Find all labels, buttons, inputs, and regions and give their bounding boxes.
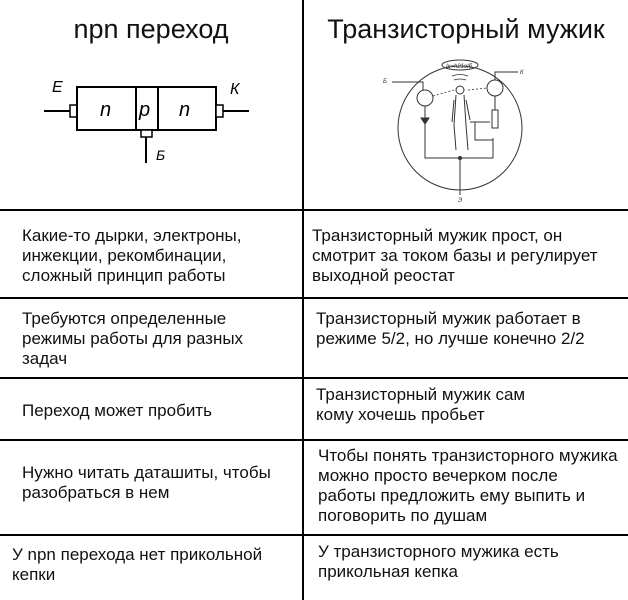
base-label: Б bbox=[383, 79, 387, 85]
row-3-left: Переход может пробить bbox=[22, 401, 212, 420]
row-4-left: Нужно читать даташиты, чтобы разобраться… bbox=[22, 463, 271, 502]
formula-label: Iк=h21эIб bbox=[446, 64, 473, 70]
p-region-label: p bbox=[138, 99, 150, 121]
column-divider bbox=[302, 0, 304, 600]
row-divider bbox=[0, 534, 628, 536]
row-1-right: Транзисторный мужик прост, он смотрит за… bbox=[312, 226, 598, 285]
row-4-right: Чтобы понять транзисторного мужика можно… bbox=[318, 446, 618, 525]
row-divider bbox=[0, 297, 628, 299]
row-divider bbox=[0, 439, 628, 441]
npn-diagram: Е К Б n p n bbox=[44, 79, 249, 163]
emitter-label: Э bbox=[458, 198, 462, 204]
row-3-right: Транзисторный мужик сам кому хочешь проб… bbox=[316, 385, 526, 424]
collector-label: К bbox=[520, 70, 524, 76]
n-region-label: n bbox=[100, 99, 111, 121]
transistor-man-picture: Iк=h21эIб Б К Э bbox=[383, 59, 524, 204]
row-divider bbox=[0, 209, 628, 211]
n-region-label: n bbox=[179, 99, 190, 121]
collector-label: К bbox=[230, 81, 241, 98]
row-2-left: Требуются определенные режимы работы для… bbox=[22, 309, 244, 368]
row-5-left: У npn перехода нет прикольной кепки bbox=[12, 545, 263, 584]
base-label: Б bbox=[156, 147, 165, 163]
header-left: npn переход bbox=[73, 14, 229, 44]
row-2-right: Транзисторный мужик работает в режиме 5/… bbox=[316, 309, 585, 348]
row-5-right: У транзисторного мужика есть прикольная … bbox=[318, 542, 559, 581]
header-right: Транзисторный мужик bbox=[327, 14, 605, 44]
emitter-label: Е bbox=[52, 79, 63, 96]
row-divider bbox=[0, 377, 628, 379]
row-1-left: Какие-то дырки, электроны, инжекции, рек… bbox=[22, 226, 242, 285]
